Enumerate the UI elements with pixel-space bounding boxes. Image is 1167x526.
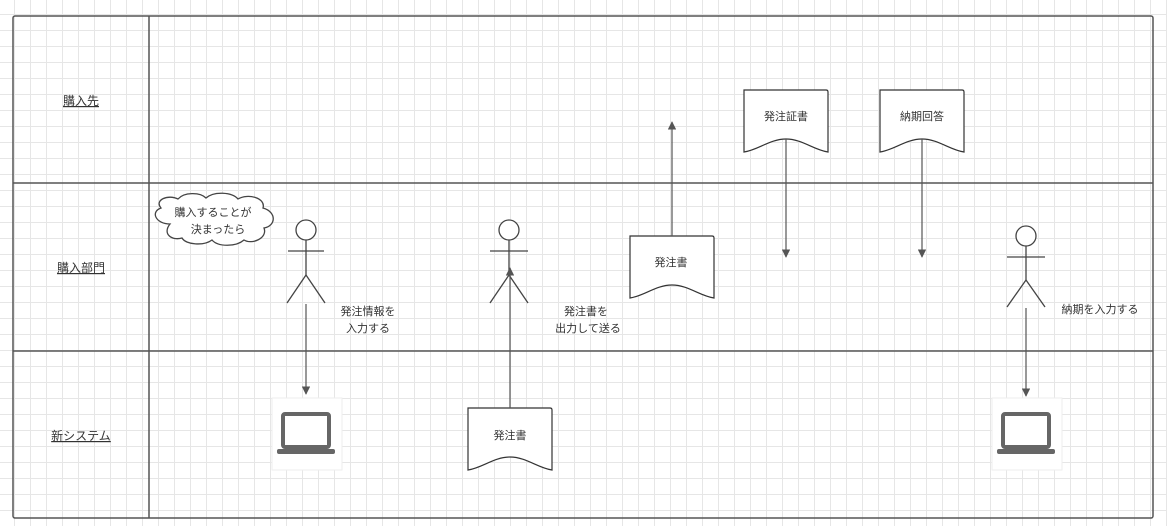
lane-label-new-system[interactable]: 新システム [51, 428, 111, 443]
document-order-certificate: 発注証書 [764, 109, 808, 123]
cloud-icon[interactable]: 購入することが 決まったら [154, 192, 274, 246]
laptop-icon[interactable] [991, 397, 1063, 471]
cloud-text-line2: 決まったら [191, 223, 246, 236]
actor-icon[interactable] [286, 219, 326, 304]
swimlane-frame [12, 15, 1154, 519]
document-icon[interactable]: 発注書 [467, 407, 553, 471]
cloud-text-line1: 購入することが [175, 205, 252, 219]
label-enter-order-info-line2: 入力する [346, 322, 390, 335]
lane-label-supplier[interactable]: 購入先 [63, 94, 99, 108]
document-icon[interactable]: 発注書 [629, 235, 715, 299]
document-order-sheet-system: 発注書 [494, 428, 527, 442]
actor-icon[interactable] [1006, 225, 1046, 308]
laptop-icon[interactable] [271, 397, 343, 471]
label-output-send-line2: 出力して送る [555, 321, 621, 335]
document-delivery-reply: 納期回答 [900, 109, 944, 123]
label-enter-delivery: 納期を入力する [1062, 303, 1139, 316]
actor-icon[interactable] [489, 219, 529, 304]
lane-label-purchasing[interactable]: 購入部門 [57, 260, 105, 275]
document-icon[interactable]: 納期回答 [879, 89, 965, 153]
document-icon[interactable]: 発注証書 [743, 89, 829, 153]
document-order-sheet-purchasing: 発注書 [655, 255, 688, 269]
label-enter-order-info-line1: 発注情報を [341, 304, 396, 318]
label-output-send-line1: 発注書を [564, 304, 608, 318]
